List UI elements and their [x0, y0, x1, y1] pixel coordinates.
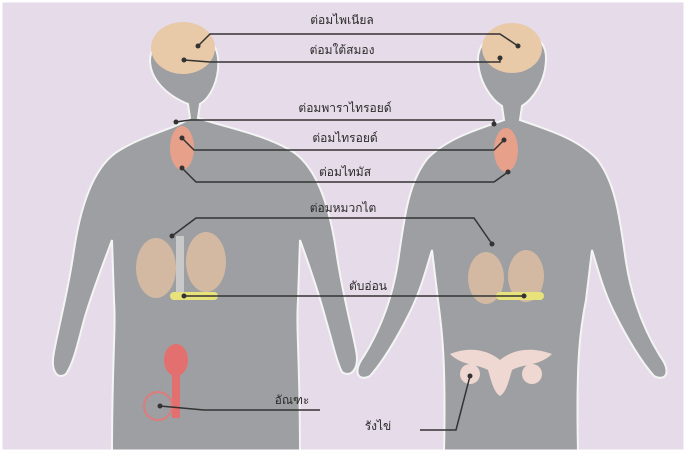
dot — [490, 242, 495, 247]
female-brain-icon — [482, 23, 542, 73]
label-pancreas: ตับอ่อน — [349, 279, 387, 293]
label-parathyroid: ต่อมพาราไทรอยด์ — [298, 101, 391, 115]
dot — [182, 58, 187, 63]
male-tract-icon — [172, 360, 180, 418]
male-spine-icon — [176, 236, 184, 298]
dot — [180, 136, 185, 141]
dot — [196, 44, 201, 49]
female-thyroid-icon — [494, 128, 518, 172]
dot — [158, 404, 163, 409]
dot — [498, 56, 503, 61]
dot — [468, 374, 473, 379]
male-kidney-icon — [186, 232, 226, 292]
female-ovary-icon — [522, 364, 542, 384]
male-brain-icon — [151, 22, 215, 74]
dot — [506, 170, 511, 175]
dot — [492, 122, 497, 127]
male-kidney-icon — [136, 238, 176, 298]
label-thymus: ต่อมไทมัส — [319, 165, 372, 179]
dot — [516, 44, 521, 49]
label-thyroid: ต่อมไทรอยด์ — [312, 131, 377, 145]
dot — [502, 138, 507, 143]
label-ovary: รังไข่ — [365, 419, 392, 433]
label-adrenal: ต่อมหมวกไต — [310, 201, 377, 215]
dot — [522, 294, 527, 299]
label-pineal: ต่อมไพเนียล — [310, 13, 374, 27]
male-thyroid-icon — [170, 126, 194, 170]
dot — [180, 166, 185, 171]
dot — [170, 234, 175, 239]
dot — [174, 120, 179, 125]
dot — [182, 294, 187, 299]
label-pituitary: ต่อมใต้สมอง — [310, 43, 375, 57]
label-testes: อัณฑะ — [275, 393, 310, 407]
